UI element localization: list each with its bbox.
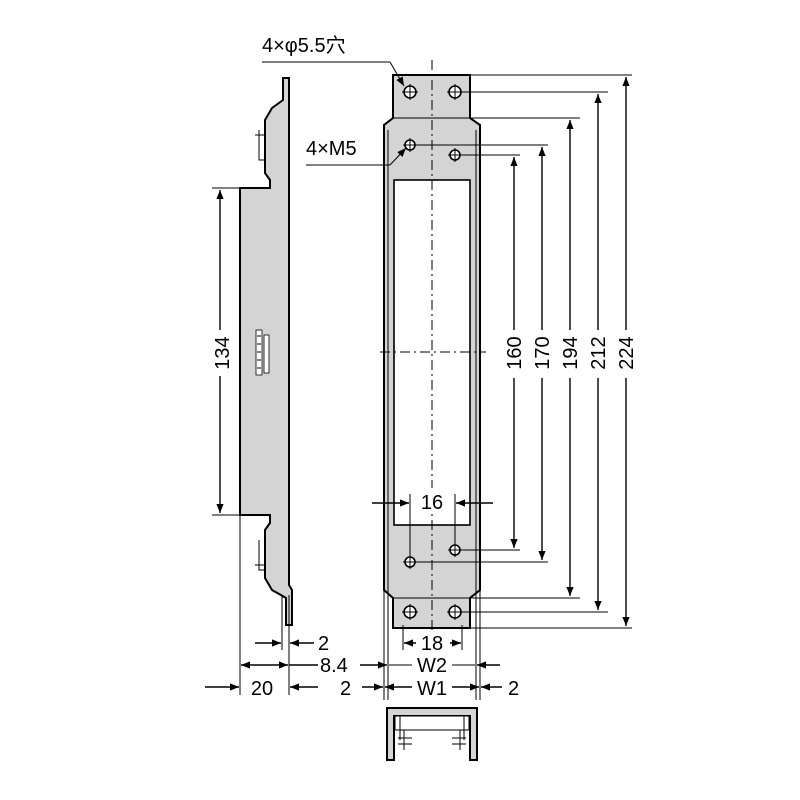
thread-note-label: 4×M5 <box>306 138 357 160</box>
dim-224-label: 224 <box>616 336 638 369</box>
side-flange-bottom <box>255 530 266 578</box>
dimension-18: 18 <box>402 625 463 655</box>
right-vertical-dimensions: 160 170 194 212 224 <box>415 74 639 629</box>
dim-212-label: 212 <box>588 336 610 369</box>
dimension-134: 134 <box>210 187 240 516</box>
dim-160-label: 160 <box>504 336 526 369</box>
dim-w2-label: W2 <box>417 655 447 677</box>
dim-16-label: 16 <box>421 492 443 514</box>
dimension-16: 16 <box>372 488 493 555</box>
side-bottom-dimensions: 2 8.4 20 <box>205 515 348 700</box>
dim-194-label: 194 <box>560 336 582 369</box>
dim-2-right-label: 2 <box>508 678 519 700</box>
dimension-w1: W1 2 2 <box>340 590 519 700</box>
callout-threads: 4×M5 <box>306 138 407 166</box>
dim-20-label: 20 <box>251 678 273 700</box>
front-view <box>380 60 486 640</box>
holes-note-label: 4×φ5.5穴 <box>262 34 346 57</box>
dim-2-side-label: 2 <box>318 633 329 655</box>
dimension-w2: W2 <box>360 585 500 700</box>
callout-holes: 4×φ5.5穴 <box>262 34 405 87</box>
side-view <box>239 77 293 626</box>
dim-18-label: 18 <box>421 633 443 655</box>
dim-w1-label: W1 <box>417 678 447 700</box>
end-view-channel <box>386 707 478 761</box>
dim-170-label: 170 <box>532 336 554 369</box>
dim-2-left-label: 2 <box>340 678 351 700</box>
dim-134-label: 134 <box>212 336 234 369</box>
side-flange-top <box>255 120 266 173</box>
dim-8-4-label: 8.4 <box>320 655 348 677</box>
end-view <box>386 707 478 761</box>
